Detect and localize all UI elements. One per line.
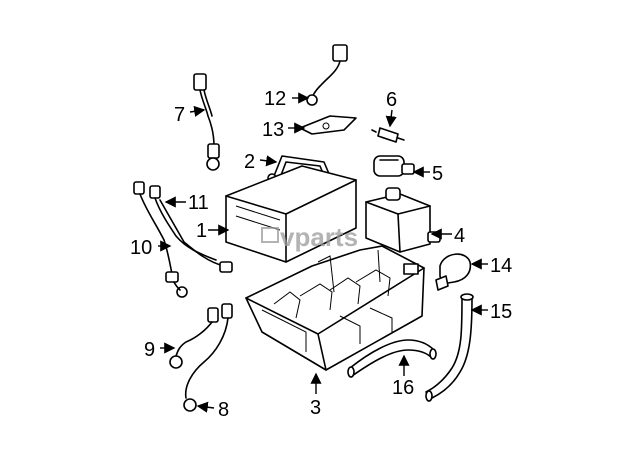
callout-2: 2 bbox=[244, 151, 255, 173]
callout-labels: 7 12 13 6 2 5 11 1 4 10 14 15 9 3 16 8 bbox=[130, 88, 512, 421]
part-7-o2-sensor bbox=[193, 73, 220, 171]
part-8-9-sensors bbox=[169, 303, 233, 412]
part-1-canister bbox=[225, 165, 357, 263]
part-10-11-harness bbox=[133, 181, 233, 298]
watermark: vparts bbox=[261, 222, 358, 252]
callout-5: 5 bbox=[432, 163, 443, 185]
callout-16: 16 bbox=[392, 377, 414, 399]
callout-6: 6 bbox=[386, 89, 397, 111]
callout-11: 11 bbox=[188, 192, 209, 214]
part-5-solenoid bbox=[373, 155, 415, 177]
callout-14: 14 bbox=[490, 255, 512, 277]
part-3-tray bbox=[245, 245, 425, 371]
watermark-text: vparts bbox=[280, 222, 358, 252]
part-14-elbow bbox=[435, 253, 472, 291]
part-13-bracket bbox=[299, 115, 357, 135]
callout-1: 1 bbox=[196, 220, 207, 242]
callout-15: 15 bbox=[490, 301, 512, 323]
part-15-hose bbox=[425, 293, 474, 402]
callout-3: 3 bbox=[310, 397, 321, 419]
callout-13: 13 bbox=[262, 119, 284, 141]
callout-8: 8 bbox=[218, 399, 229, 421]
callout-12: 12 bbox=[264, 88, 286, 110]
part-12-sensor bbox=[306, 44, 348, 106]
callout-9: 9 bbox=[144, 339, 155, 361]
part-6-valve bbox=[371, 127, 405, 143]
callout-4: 4 bbox=[454, 225, 465, 247]
part-16-hose bbox=[347, 339, 437, 378]
callout-arrows bbox=[158, 92, 488, 413]
part-4-reservoir bbox=[365, 187, 441, 253]
callout-7: 7 bbox=[174, 104, 185, 126]
callout-10: 10 bbox=[130, 237, 152, 259]
